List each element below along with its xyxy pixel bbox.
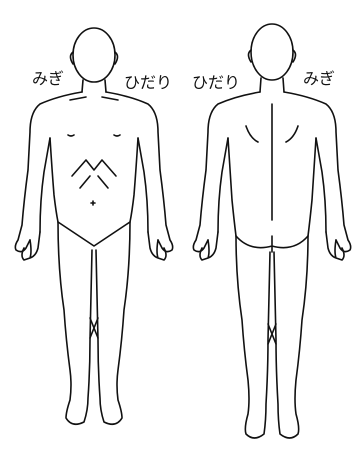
back-buttocks <box>236 236 308 252</box>
back-torso-right <box>308 138 316 236</box>
back-right-arm-outer <box>284 92 351 252</box>
front-abdomen-lines <box>72 160 116 188</box>
back-left-inner-arm <box>218 138 228 232</box>
front-chest-marks <box>68 135 120 136</box>
front-head <box>73 28 115 82</box>
front-right-side-label: みぎ <box>32 70 64 88</box>
front-right-leg <box>58 222 92 424</box>
front-torso-left <box>130 138 138 222</box>
front-knees <box>90 318 98 338</box>
front-left-hand <box>148 232 166 260</box>
back-left-side-label: ひだり <box>192 74 240 92</box>
front-left-inner-arm <box>138 138 148 232</box>
back-knees <box>268 324 276 344</box>
front-torso-right <box>50 138 58 222</box>
back-right-inner-arm <box>316 138 326 232</box>
back-left-arm-outer <box>193 92 260 252</box>
front-right-hand <box>22 232 40 260</box>
front-right-inner-arm <box>40 138 50 232</box>
front-right-arm-outer <box>15 92 82 252</box>
back-right-hand <box>326 232 344 260</box>
front-left-side-label: ひだり <box>124 74 172 92</box>
front-pelvis <box>58 222 130 246</box>
back-left-hand <box>200 232 218 260</box>
front-clavicles <box>70 97 118 100</box>
back-left-leg <box>236 236 270 438</box>
back-right-side-label: みぎ <box>303 70 335 88</box>
back-head <box>251 24 293 80</box>
back-torso-left <box>228 138 236 236</box>
front-left-leg <box>96 222 130 424</box>
front-navel <box>91 201 95 205</box>
back-right-leg <box>274 236 308 438</box>
front-left-arm-outer <box>106 92 173 252</box>
